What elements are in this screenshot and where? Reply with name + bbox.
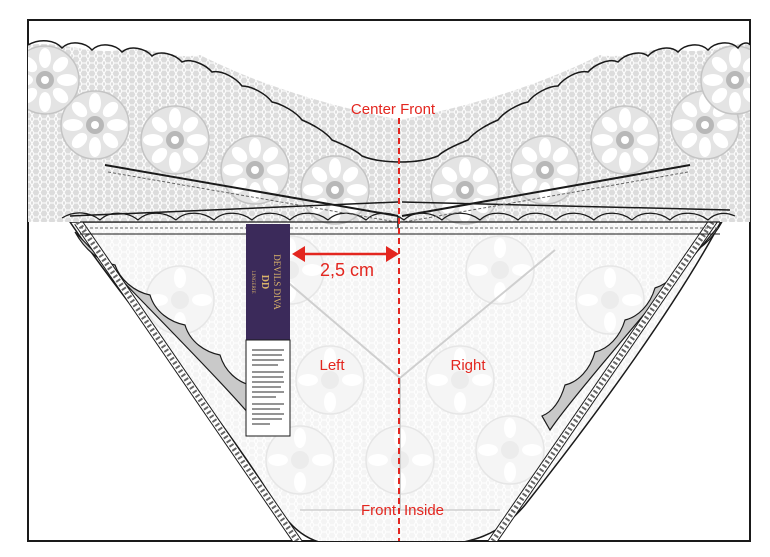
- measurement-label: 2,5 cm: [320, 260, 374, 280]
- care-label-subline: LINGERIE: [250, 270, 255, 293]
- care-label-brand-panel: [246, 224, 290, 340]
- front-label: Front: [361, 502, 397, 519]
- inside-label: Inside: [404, 502, 444, 519]
- leg-elastic: [74, 211, 722, 541]
- right-label: Right: [450, 357, 486, 374]
- care-label-text-panel: [245, 339, 291, 437]
- center-front-label: Center Front: [351, 101, 436, 118]
- left-label: Left: [319, 357, 345, 374]
- care-label-fine-print: [252, 349, 284, 425]
- care-label-brand-text: DEVILS DIVA: [272, 254, 282, 310]
- measurement-arrow: [292, 246, 399, 262]
- care-label-monogram: DD: [259, 275, 270, 289]
- care-label-tag: DEVILS DIVA DD LINGERIE: [245, 224, 291, 437]
